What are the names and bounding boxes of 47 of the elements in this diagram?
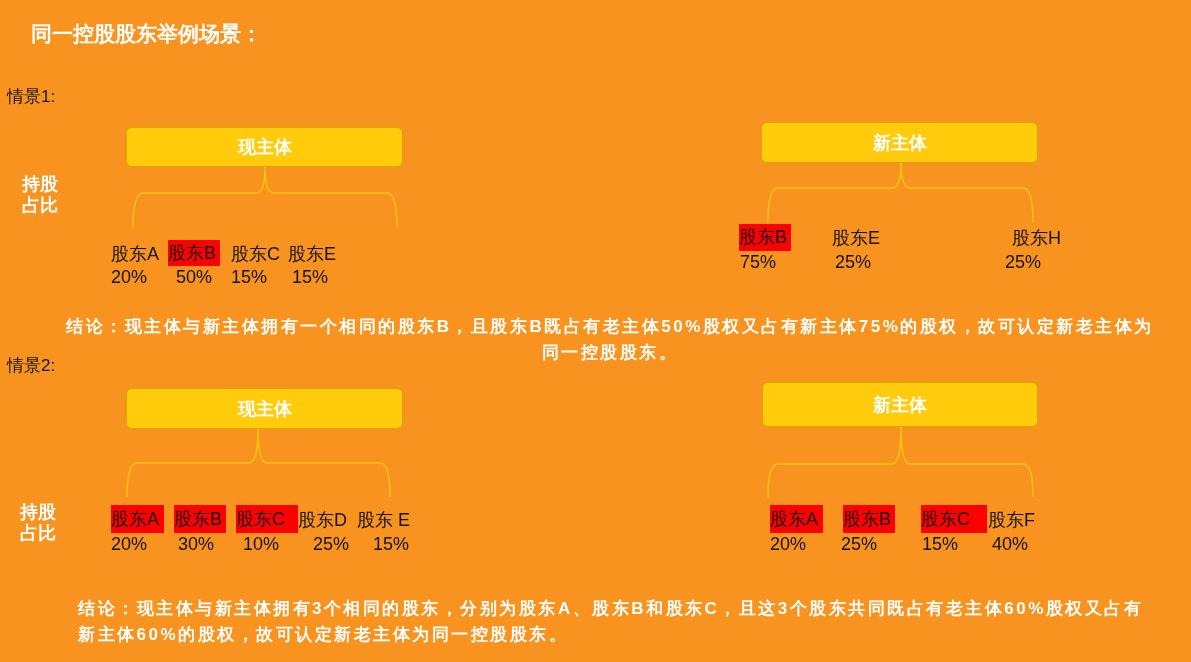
conclusion-text: 结论：现主体与新主体拥有3个相同的股东，分别为股东A、股东B和股东C，且这3个股东共同既占有老主体60%股权又占有新主体60%的股权，故可认定新老主体为同一控股股东。 [78,598,1145,646]
highlighted-name: 股东B [739,224,791,251]
percentage: 25% [841,533,878,556]
row-label: 持股占比 [22,174,59,216]
shareholder-name: 股东F [988,509,1035,532]
entity-box [126,127,403,167]
highlighted-name: 股东B [843,505,895,533]
entity-name: 新主体 [873,393,927,416]
shareholder-name: 股东E [288,243,336,266]
shareholder-name: 股东A [111,243,159,266]
highlighted-name: 股东A [111,505,164,533]
entity-box [126,388,403,429]
highlighted-name: 股东A [770,505,823,533]
highlighted-name: 股东C [921,505,987,533]
highlighted-name: 股东C [236,505,298,533]
entity-name: 现主体 [237,136,292,158]
shareholder-name: 股东C [231,243,280,266]
highlighted-name: 股东B [174,505,226,533]
entity-box [762,382,1038,427]
percentage: 25% [835,251,872,274]
scenario-label: 情景2: [7,355,56,377]
conclusion-text: 结论：现主体与新主体拥有一个相同的股东B，且股东B既占有老主体50%股权又占有新主体75%的股权，故可认定新老主体为同一控股股东。 [66,316,1154,364]
percentage: 75% [740,251,777,274]
entity-box [761,122,1038,163]
percentage: 25% [1005,251,1042,274]
percentage: 25% [313,533,350,556]
highlighted-name: 股东B [168,240,220,266]
entity-name: 新主体 [872,131,927,154]
percentage: 15% [292,266,329,289]
shareholder-name: 股东D [298,509,347,532]
shareholder-name: 股东E [832,227,880,250]
title: 同一控股股东举例场景： [31,21,262,47]
percentage: 20% [111,533,148,556]
percentage: 15% [922,533,959,556]
percentage: 15% [373,533,410,556]
percentage: 30% [178,533,215,556]
percentage: 50% [176,266,213,289]
scenario-label: 情景1: [7,86,56,108]
entity-name: 现主体 [237,397,292,420]
percentage: 40% [992,533,1029,556]
percentage: 15% [231,266,268,289]
percentage: 20% [111,266,148,289]
percentage: 10% [243,533,280,556]
percentage: 20% [770,533,807,556]
row-label: 持股占比 [20,502,57,544]
shareholder-name: 股东 E [357,509,410,532]
shareholder-name: 股东H [1012,227,1061,250]
